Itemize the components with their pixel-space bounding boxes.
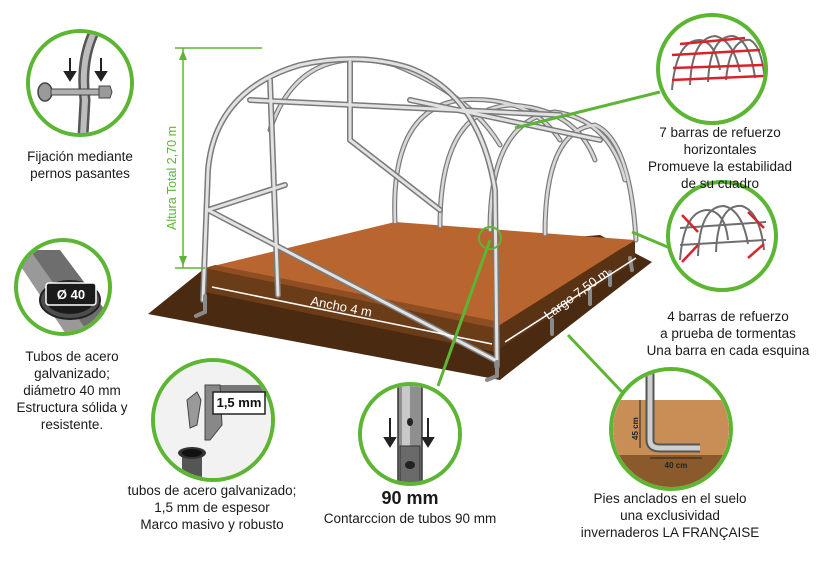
mini-greenhouse-icon (671, 34, 764, 91)
contraction-caption: 90 mm Contarccion de tubos 90 mm (310, 488, 510, 527)
tube-40-callout: Ø 40 (14, 238, 112, 336)
caption-line: Una barra en cada esquina (646, 343, 810, 358)
thickness-badge: 1,5 mm (217, 395, 262, 410)
caption-line: 7 barras de refuerzo (659, 125, 781, 140)
contraction-title: 90 mm (381, 488, 439, 508)
caption-line: tubos de acero galvanizado; (127, 483, 297, 498)
height-dimension (175, 47, 262, 269)
caption-line: horizontales (683, 142, 757, 157)
thickness-caption: tubos de acero galvanizado; 1,5 mm de es… (112, 482, 312, 533)
caption-line: de su cuadro (680, 176, 760, 191)
soil-side-face (495, 240, 635, 352)
caption-line: 4 barras de refuerzo (667, 309, 789, 324)
thickness-callout: 1,5 mm (151, 358, 275, 482)
height-label: Altura Total 2,70 m (165, 126, 179, 230)
greenhouse-illustration (148, 56, 652, 382)
caption-line: Marco masivo y robusto (140, 517, 284, 532)
anchor-width-label: 40 cm (665, 461, 688, 470)
caption-line: Contarccion de tubos 90 mm (323, 511, 497, 526)
anchor-foot-icon (645, 372, 700, 453)
tube-diameter-badge: Ø 40 (57, 287, 85, 302)
caption-line: Estructura sólida y (16, 400, 128, 415)
mini-greenhouse-icon (679, 204, 767, 263)
down-arrow-icon (63, 58, 108, 82)
caption-line: Tubos de acero (25, 349, 119, 364)
soil-top (205, 222, 635, 328)
callout-connectors (436, 90, 671, 394)
caption-line: resistente. (40, 417, 104, 432)
horizontal-bars-callout (656, 13, 768, 125)
tube40-caption: Tubos de acero galvanizado; diámetro 40 … (8, 348, 136, 433)
caption-line: invernaderos LA FRANÇAISE (580, 525, 760, 540)
width-dimension (211, 286, 493, 345)
contraction-callout (358, 382, 462, 486)
contraction-marker (478, 226, 502, 250)
caption-line: Pies anclados en el suelo (593, 491, 747, 506)
bolt-icon (37, 82, 113, 102)
caption-line: diámetro 40 mm (23, 383, 121, 398)
caption-line: a prueba de tormentas (660, 326, 796, 341)
down-arrow-icon (383, 418, 435, 448)
bolt-callout (26, 29, 134, 137)
anchor-height-label: 45 cm (631, 417, 640, 440)
caption-line: una exclusividad (620, 508, 720, 523)
anchors-caption: Pies anclados en el suelo una exclusivid… (565, 490, 775, 541)
length-dimension (504, 257, 637, 343)
caption-line: galvanizado; (34, 366, 110, 381)
bolts-caption: Fijación mediante pernos pasantes (10, 148, 150, 182)
caption-line: Fijación mediante (27, 149, 133, 164)
storm-bars-caption: 4 barras de refuerzo a prueba de torment… (640, 308, 816, 359)
tube-section-icon (178, 447, 206, 478)
caption-line: Promueve la estabilidad (647, 159, 793, 174)
caption-line: 1,5 mm de espesor (154, 500, 270, 515)
storm-bars-callout (666, 180, 778, 292)
caption-line: pernos pasantes (30, 166, 130, 181)
anchor-feet-callout: 45 cm 40 cm (609, 367, 733, 491)
horizontal-bars-caption: 7 barras de refuerzo horizontales Promue… (630, 124, 810, 192)
